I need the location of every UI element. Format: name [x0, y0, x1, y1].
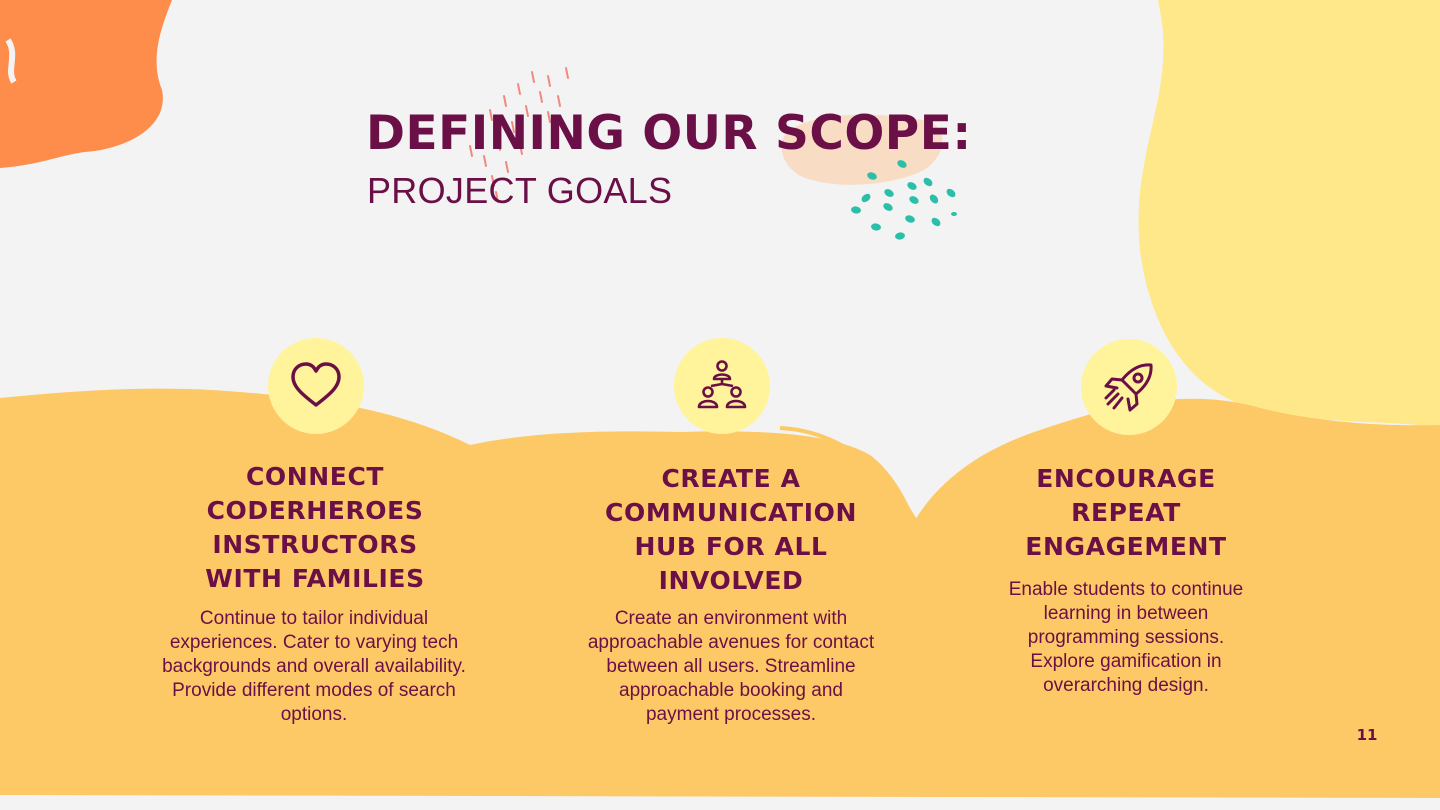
people-network-icon	[697, 360, 747, 409]
goal-1-heading: CONNECT CODERHEROES INSTRUCTORS WITH FAM…	[205, 462, 425, 593]
slide-title: DEFINING OUR SCOPE:	[366, 106, 972, 161]
pink-dashes-decoration	[469, 67, 569, 203]
teal-dots-decoration	[851, 160, 957, 240]
orange-blob-shape	[0, 0, 172, 168]
page-number: 11	[1356, 726, 1378, 744]
goal-3-icon-circle	[1081, 339, 1177, 435]
goal-1-description: Continue to tailor individual experience…	[162, 608, 466, 725]
rocket-icon	[1104, 363, 1153, 412]
goal-3-description: Enable students to continue learning in …	[1008, 579, 1244, 696]
goal-2-heading: CREATE A COMMUNICATION HUB FOR ALL INVOL…	[605, 464, 857, 595]
yellow-blob-shape	[1138, 0, 1440, 428]
heart-icon	[291, 362, 341, 407]
orange-band-shape	[0, 388, 1440, 810]
slide-subtitle: PROJECT GOALS	[367, 170, 673, 211]
goal-3-heading: ENCOURAGE REPEAT ENGAGEMENT	[1025, 464, 1227, 561]
goal-2-description: Create an environment with approachable …	[587, 608, 875, 725]
goal-2-icon-circle	[674, 338, 770, 434]
goal-1-icon-circle	[268, 338, 364, 434]
